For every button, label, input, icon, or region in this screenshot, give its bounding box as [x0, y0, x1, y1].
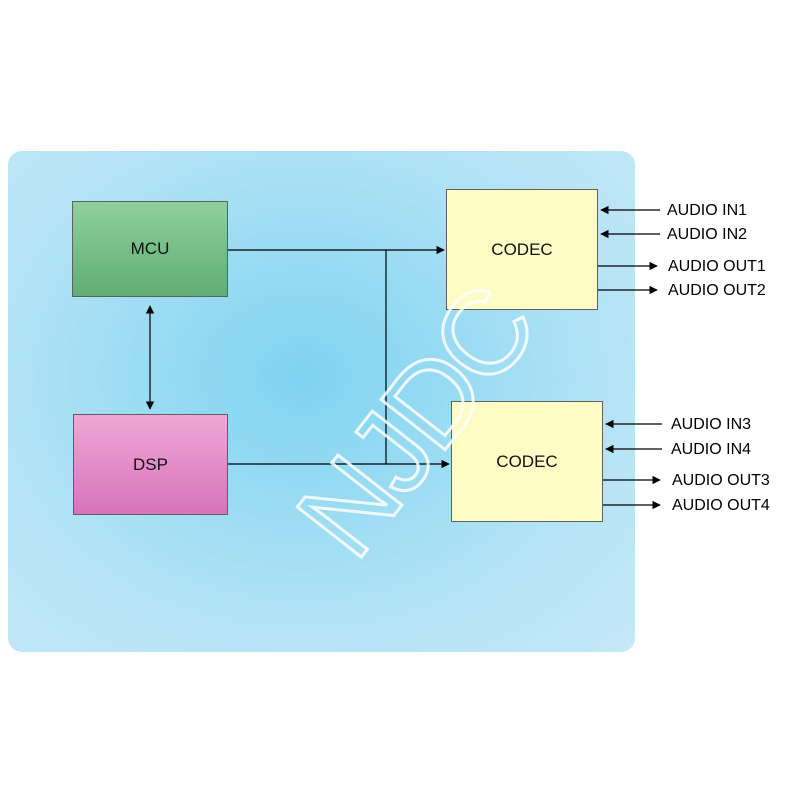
- audio-in1-label: AUDIO IN1: [667, 202, 748, 219]
- codec2-label: CODEC: [496, 451, 558, 471]
- audio-out1-label: AUDIO OUT1: [668, 258, 766, 275]
- codec2-block: CODEC: [451, 401, 603, 522]
- dsp-label: DSP: [133, 454, 168, 474]
- audio-in2-label: AUDIO IN2: [667, 226, 748, 243]
- dsp-block: DSP: [73, 414, 228, 515]
- audio-in3-label: AUDIO IN3: [671, 416, 752, 433]
- audio-out3-label: AUDIO OUT3: [672, 472, 770, 489]
- mcu-block: MCU: [72, 201, 228, 297]
- audio-in4-label: AUDIO IN4: [671, 441, 752, 458]
- mcu-label: MCU: [130, 239, 170, 258]
- codec1-block: CODEC: [446, 189, 598, 310]
- codec1-label: CODEC: [491, 239, 553, 259]
- audio-out4-label: AUDIO OUT4: [672, 497, 770, 514]
- audio-out2-label: AUDIO OUT2: [668, 282, 766, 299]
